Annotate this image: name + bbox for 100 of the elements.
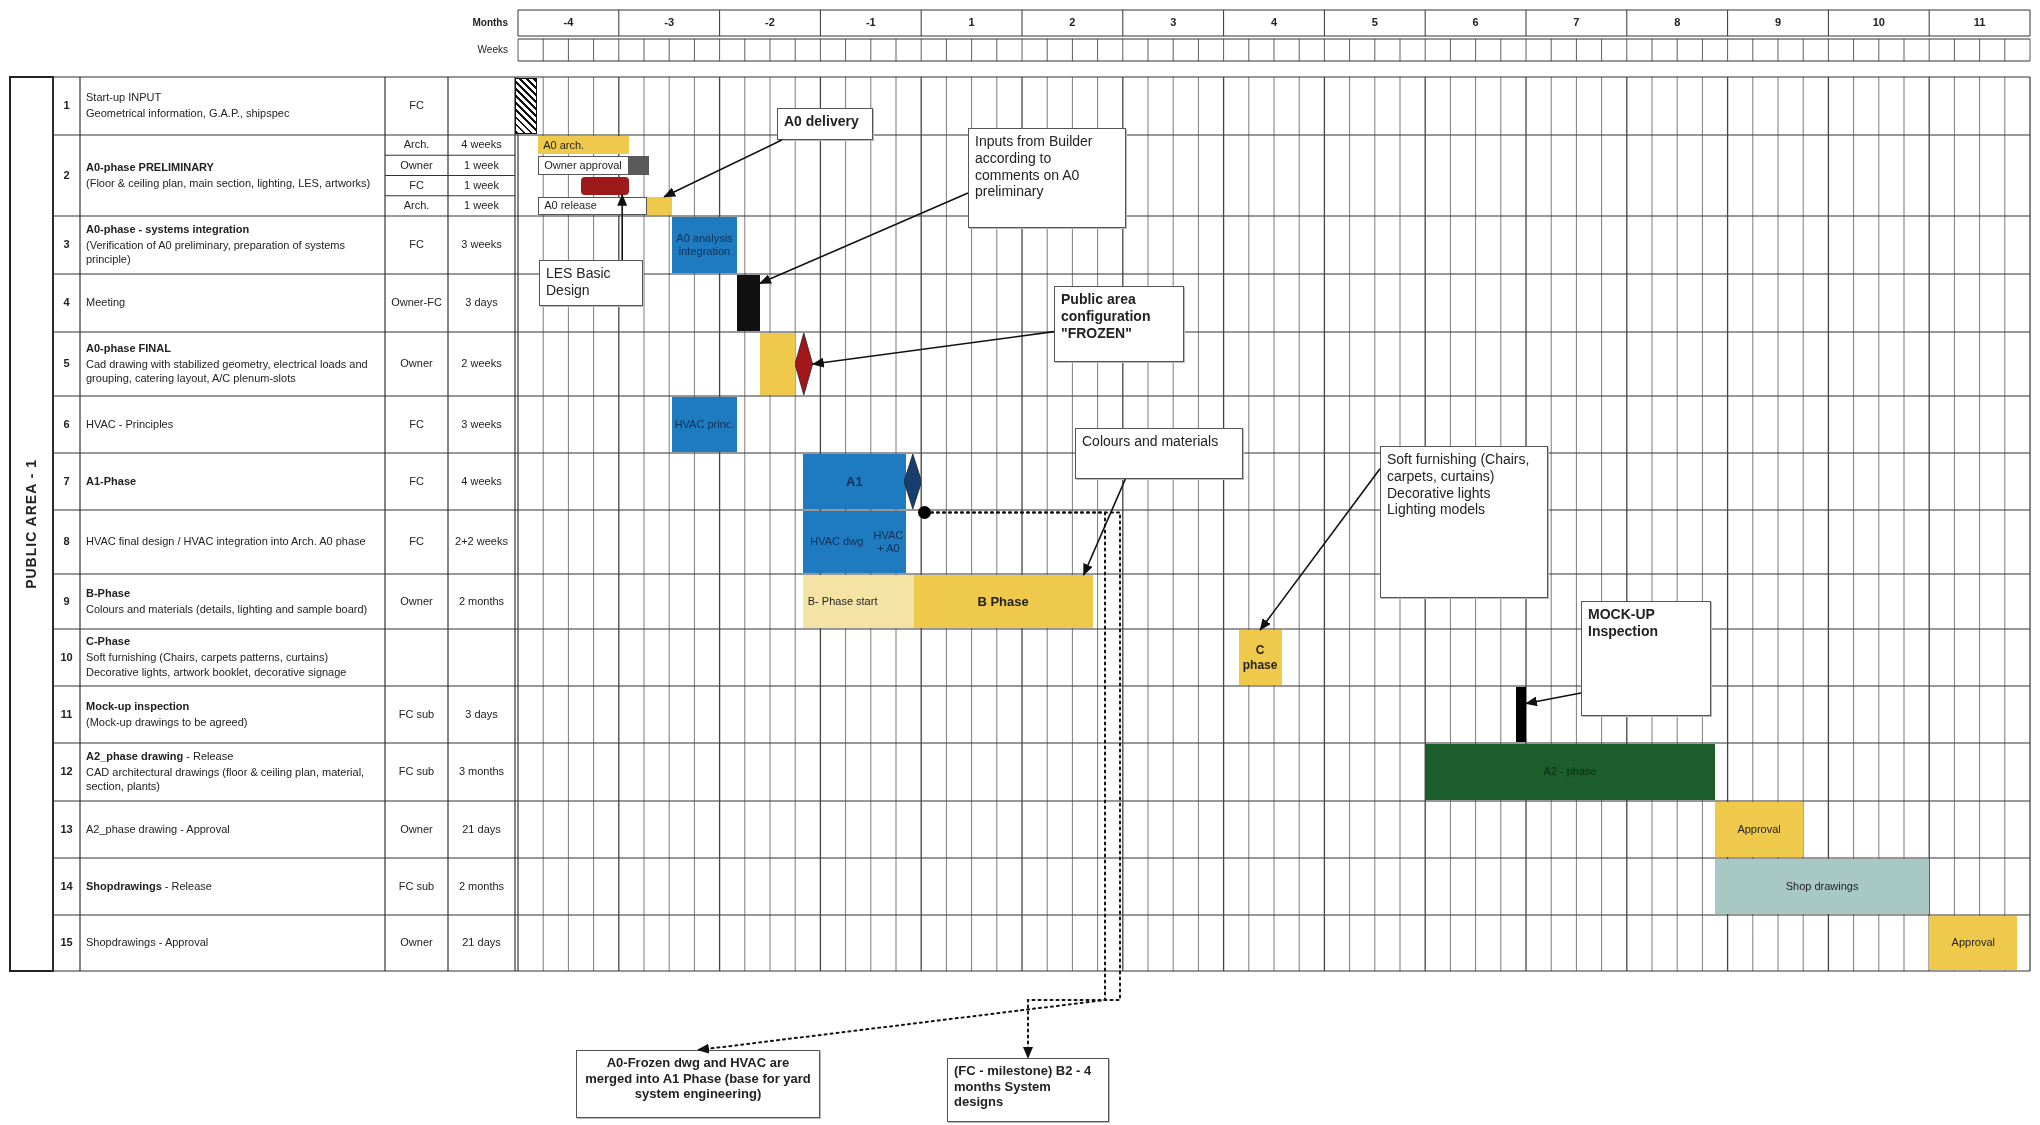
row-number: 5 [63, 357, 70, 371]
task-title: A0-phase - systems integration [86, 223, 250, 238]
task-duration: 3 weeks [461, 417, 502, 432]
row-number: 3 [63, 238, 70, 252]
row-number: 13 [60, 822, 73, 837]
callout-box: Public area configuration "FROZEN" [1054, 286, 1184, 362]
row-number: 1 [63, 99, 70, 113]
task-duration: 4 weeks [461, 138, 502, 152]
gantt-bar: Approval [1715, 802, 1804, 857]
task-description: Shopdrawings - Release [86, 879, 212, 894]
leader-arrow [759, 192, 969, 285]
callout-box: Soft furnishing (Chairs, carpets, curtains) Decorative lights Lighting models [1380, 446, 1548, 598]
responsible-party: Owner [400, 936, 433, 950]
gantt-bar: HVAC + A0 [870, 511, 907, 573]
gantt-bar [628, 156, 650, 175]
gantt-bar: Approval [1929, 916, 2018, 970]
month-label: 2 [1069, 16, 1076, 30]
month-label: -1 [865, 16, 876, 30]
responsible-party: FC sub [398, 707, 435, 722]
task-title: Mock-up inspection [86, 699, 190, 714]
row-number: 6 [63, 417, 70, 432]
responsible-party: FC [409, 417, 424, 432]
task-description: (Mock-up drawings to be agreed) [86, 715, 248, 730]
header-label: Months [472, 16, 508, 30]
task-description: A2_phase drawing - Approval [86, 822, 230, 837]
responsible-party: FC [409, 474, 424, 489]
responsible-party: FC [409, 99, 424, 113]
milestone-diamond [903, 454, 922, 509]
header-label: Weeks [477, 43, 508, 57]
task-description: A2_phase drawing - Release [86, 750, 234, 765]
month-label: 11 [1973, 16, 1986, 30]
milestone-dot [918, 506, 931, 519]
task-duration: 3 weeks [461, 238, 502, 252]
gantt-bar [1515, 687, 1526, 742]
task-duration: 2 months [458, 594, 505, 609]
callout-box: A0 delivery [777, 108, 873, 140]
month-label: 1 [968, 16, 975, 30]
month-label: -3 [664, 16, 675, 30]
gantt-bar: HVAC princ. [671, 397, 738, 452]
responsible-party: Owner [400, 594, 433, 609]
gantt-bar: A0 release [538, 196, 647, 215]
row-number: 10 [60, 650, 73, 665]
responsible-party: FC [409, 535, 424, 549]
responsible-party: Arch. [403, 199, 430, 213]
task-duration: 3 days [465, 707, 498, 722]
task-description: Soft furnishing (Chairs, carpets patterns, curtains) [86, 650, 329, 665]
section-label: PUBLIC AREA - 1 [22, 459, 40, 589]
leader-arrow [1082, 478, 1127, 576]
task-duration: 4 weeks [461, 474, 502, 489]
task-duration: 1 week [464, 178, 499, 193]
task-description: Colours and materials (details, lighting and sample board) [86, 602, 368, 617]
month-label: 4 [1270, 16, 1278, 30]
task-duration: 21 days [462, 936, 501, 950]
task-duration: 1 week [464, 199, 499, 213]
responsible-party: FC sub [398, 879, 435, 894]
month-label: -2 [765, 16, 775, 30]
gantt-bar: C phase [1238, 630, 1282, 685]
row-number: 9 [63, 594, 70, 609]
callout-box: (FC - milestone) B2 - 4 months System designs [947, 1058, 1109, 1122]
gantt-bar [737, 275, 760, 331]
task-description: Geometrical information, G.A.P., shipspec [86, 107, 290, 121]
month-label: 9 [1774, 16, 1782, 30]
row-number: 11 [60, 707, 73, 722]
gantt-bar: A0 arch. [538, 136, 629, 155]
task-description: Meeting [86, 296, 126, 310]
row-number: 8 [63, 535, 70, 549]
row-number: 2 [63, 168, 70, 183]
row-number: 7 [63, 474, 70, 489]
responsible-party: Owner [400, 357, 433, 371]
responsible-party: FC [409, 178, 424, 193]
row-number: 15 [60, 936, 73, 950]
task-title: A1-Phase [86, 474, 137, 489]
task-duration: 2 months [458, 879, 505, 894]
leader-arrow [1525, 692, 1582, 707]
month-label: -4 [563, 16, 574, 30]
responsible-party: Arch. [403, 138, 430, 152]
month-label: 3 [1170, 16, 1177, 30]
callout-box: Inputs from Builder according to comments on A0 preliminary [968, 128, 1126, 228]
responsible-party: FC sub [398, 765, 435, 779]
gantt-bar: B- Phase start [802, 575, 914, 628]
task-description: HVAC final design / HVAC integration into Arch. A0 phase [86, 535, 366, 549]
callout-box: LES Basic Design [539, 260, 643, 306]
task-description: Decorative lights, artwork booklet, decorative signage [86, 666, 347, 681]
callout-box: MOCK-UP Inspection [1581, 601, 1711, 716]
task-title: A0-phase FINAL [86, 342, 171, 357]
task-description: HVAC - Principles [86, 417, 174, 432]
task-description: Shopdrawings - Approval [86, 936, 209, 950]
gantt-bar: Owner approval [538, 156, 629, 175]
gantt-bar: HVAC dwg [802, 511, 871, 573]
leader-arrow [1259, 468, 1381, 631]
month-label: 8 [1674, 16, 1681, 30]
responsible-party: FC [409, 238, 424, 252]
gantt-bar: A0 analysis integration [671, 217, 738, 273]
gantt-bar: Shop drawings [1715, 859, 1930, 914]
task-duration: 1 week [464, 158, 499, 173]
responsible-party: Owner [400, 822, 433, 837]
task-duration: 2 weeks [461, 357, 502, 371]
gantt-bar [581, 176, 629, 195]
responsible-party: Owner-FC [391, 296, 442, 310]
task-description: (Floor & ceiling plan, main section, lighting, LES, artworks) [86, 176, 371, 191]
